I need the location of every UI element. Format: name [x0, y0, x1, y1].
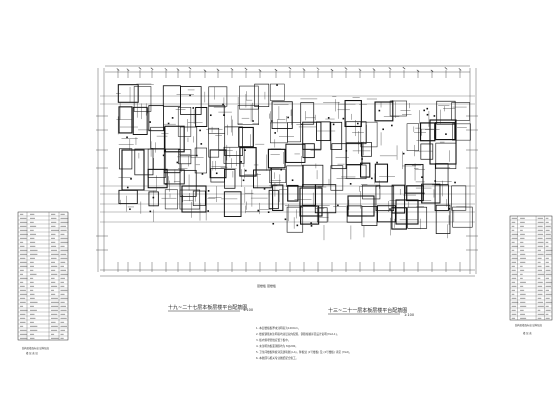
plan-left-scale: 1:100 — [243, 308, 253, 312]
note-line: 1. 本层楼板板厚未注明者为120mm。 — [256, 326, 300, 330]
note-line: 5. 卫生间楼板降板详见建筑图 (LA)，降板处 (1号楼板) 及 (2号楼板)… — [256, 350, 352, 354]
plan-detail — [116, 83, 467, 241]
note-line: 4. 未注明的板面钢筋均为 8@200。 — [256, 344, 298, 348]
table-left-footer: 楼 层 表 层 — [26, 351, 38, 355]
floor-table-right — [509, 215, 553, 321]
center-label: 层楼板 层楼板 — [257, 283, 276, 288]
floor-table-left — [17, 211, 69, 341]
note-line: 2. 楼板钢筋未注明者均双层双向配筋，钢筋规格详见设计说明(YG2-1)。 — [256, 332, 339, 336]
note-line: 6. 本图须与相关专业图纸配合施工。 — [256, 356, 298, 360]
note-line: 3. 板内预埋管线应置于板中。 — [256, 338, 290, 342]
table-left-caption: 结构层楼面标高 结构层高 — [22, 346, 50, 350]
plan-left-caption: 十九~二十七层本板层楼平台配筋图 — [168, 304, 247, 311]
plan-right-scale: 1:100 — [404, 313, 414, 317]
table-right-caption: 结构层楼面标高 结构层高 — [515, 323, 543, 327]
plan-right-caption: 十三~二十一层本板层楼平台配筋图 — [328, 307, 407, 314]
table-right-footer: 楼 层 表 — [523, 331, 532, 335]
general-notes: 1. 本层楼板板厚未注明者为120mm。 2. 楼板钢筋未注明者均双层双向配筋，… — [256, 326, 352, 360]
